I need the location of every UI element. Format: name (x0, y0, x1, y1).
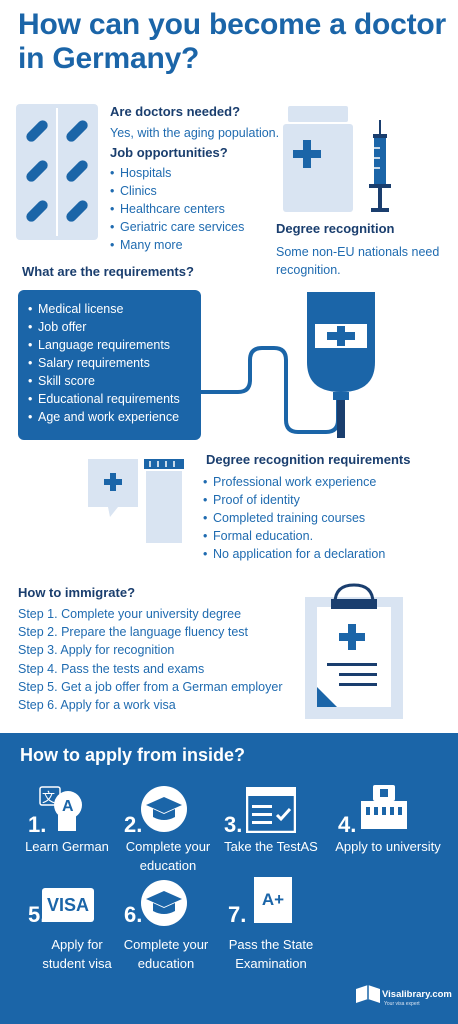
iv-tube-icon (201, 346, 340, 434)
test-checklist-icon (246, 787, 296, 833)
requirements-list: Medical license Job offer Language requi… (28, 300, 201, 426)
step-number: 2. (124, 812, 143, 837)
degree-requirements-heading: Degree recognition requirements (206, 452, 411, 467)
visalibrary-logo: Visalibrary.com Your visa expert (352, 981, 452, 1011)
grade-document-icon: A+ (254, 877, 292, 923)
graduation-cap-icon (141, 880, 187, 926)
take-testas-label: Take the TestAS (224, 839, 318, 854)
list-item: Skill score (28, 372, 201, 390)
list-item: Age and work experience (28, 408, 201, 426)
list-item: Geriatric care services (110, 218, 244, 236)
learn-german-label: Learn German (25, 839, 109, 854)
clipboard-icon (305, 583, 403, 719)
list-item: Formal education. (203, 527, 385, 545)
svg-text:A: A (62, 798, 74, 815)
list-item: Language requirements (28, 336, 201, 354)
student-visa-label: Apply for student visa (42, 937, 112, 971)
pills-blister-icon (16, 104, 98, 240)
state-examination-label: Pass the State Examination (228, 937, 314, 971)
immigrate-heading: How to immigrate? (18, 585, 136, 600)
degree-recognition-text-2: recognition. (276, 263, 341, 277)
step-number: 1. (28, 812, 47, 837)
book-icon (356, 985, 380, 1003)
degree-recognition-heading: Degree recognition (276, 221, 395, 236)
step-number: 6. (124, 902, 143, 927)
list-item: Clinics (110, 182, 244, 200)
university-icon (361, 785, 407, 829)
list-item: Proof of identity (203, 491, 385, 509)
requirements-heading: What are the requirements? (22, 264, 194, 279)
svg-text:文: 文 (42, 791, 55, 806)
list-item: Step 6. Apply for a work visa (18, 698, 176, 713)
translate-icon: 文 A (39, 786, 82, 831)
list-item: Salary requirements (28, 354, 201, 372)
list-item: Step 5. Get a job offer from a German em… (18, 679, 283, 694)
complete-education-label-2: Complete your education (123, 937, 209, 971)
iv-bag-icon (307, 292, 375, 438)
apply-inside-section: How to apply from inside? 1. 文 A Learn G… (0, 733, 458, 1024)
step-number: 3. (224, 812, 243, 837)
list-item: Step 2. Prepare the language fluency tes… (18, 625, 249, 640)
logo-text: Visalibrary.com (382, 989, 452, 1000)
logo-tagline: Your visa expert (384, 1001, 420, 1007)
job-opportunities-heading: Job opportunities? (110, 145, 228, 160)
immigrate-steps: Step 1. Complete your university degree … (18, 605, 282, 714)
step-number: 4. (338, 812, 357, 837)
list-item: Professional work experience (203, 473, 385, 491)
medicine-bottle-icon (283, 106, 353, 212)
list-item: No application for a declaration (203, 545, 385, 563)
degree-recognition-text-1: Some non-EU nationals need (276, 245, 440, 259)
apply-inside-heading: How to apply from inside? (20, 745, 246, 765)
graduation-cap-icon (141, 786, 187, 832)
list-item: Healthcare centers (110, 200, 244, 218)
list-item: Medical license (28, 300, 201, 318)
degree-requirements-list: Professional work experience Proof of id… (203, 473, 385, 563)
step-number: 5. (28, 902, 47, 927)
list-item: Hospitals (110, 164, 244, 182)
apply-university-label: Apply to university (335, 839, 441, 854)
list-item: Step 3. Apply for recognition (18, 643, 175, 658)
list-item: Completed training courses (203, 509, 385, 527)
visa-card-icon: VISA (42, 888, 94, 922)
requirements-box: Medical license Job offer Language requi… (18, 290, 201, 440)
doctors-needed-heading: Are doctors needed? (110, 104, 241, 119)
complete-education-label: Complete your education (125, 839, 211, 873)
syringe-icon (369, 120, 391, 212)
page-title: How can you become a doctor in Germany? (18, 8, 447, 75)
list-item: Step 1. Complete your university degree (18, 607, 242, 621)
list-item: Job offer (28, 318, 201, 336)
doctors-needed-text: Yes, with the aging population. (110, 126, 280, 140)
job-opportunities-list: Hospitals Clinics Healthcare centers Ger… (110, 164, 244, 254)
list-item: Step 4. Pass the tests and exams (18, 661, 205, 676)
list-item: Educational requirements (28, 390, 201, 408)
step-number: 7. (228, 902, 247, 927)
list-item: Many more (110, 236, 244, 254)
document-chat-icon (88, 459, 184, 543)
